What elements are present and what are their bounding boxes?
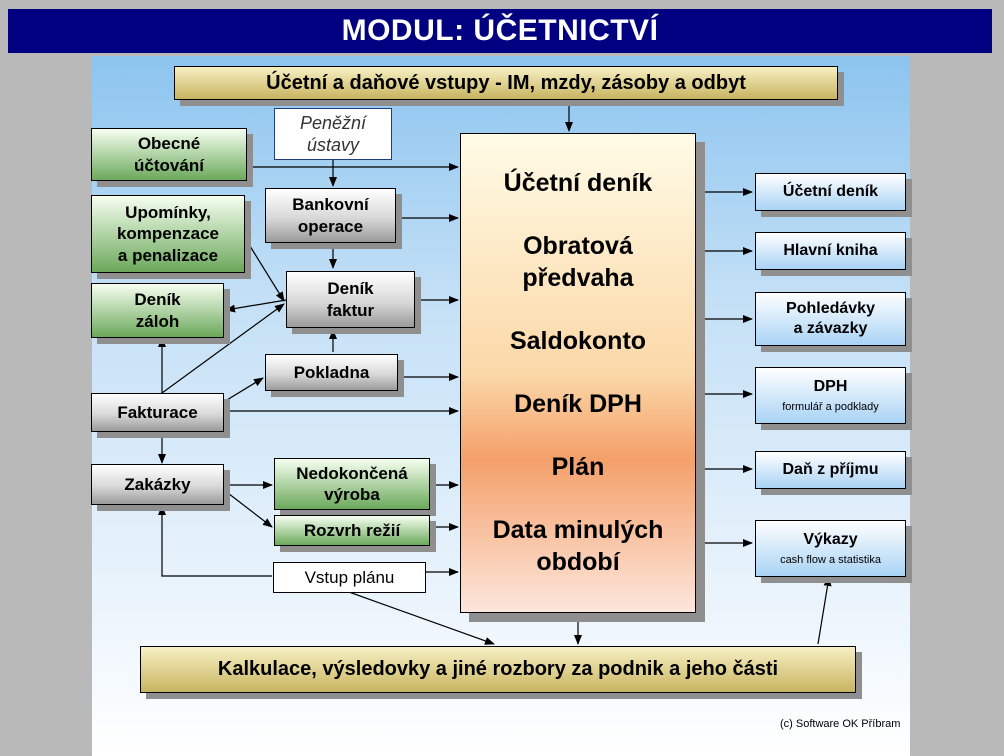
arrow-zakazky-rozvrh <box>214 481 273 528</box>
bottom-output-label: Kalkulace, výsledovky a jiné rozbory za … <box>217 658 779 680</box>
arrow-fakturace-to-denikfaktur <box>161 303 285 394</box>
bankovni-operace-box: Bankovní operace <box>265 188 396 243</box>
pohledavky-line-1: Pohledávky <box>786 300 875 317</box>
upominky-line-2: kompenzace <box>116 224 220 244</box>
output-ucetni-denik-label: Účetní deník <box>782 183 879 200</box>
penezni-line-1: Peněžní <box>299 112 367 133</box>
zaloh-line-1: Deník <box>134 290 181 310</box>
center-denik-dph: Deník DPH <box>514 390 642 419</box>
zakazky-label: Zakázky <box>124 474 191 494</box>
output-dph-label: DPH <box>813 377 848 395</box>
zaloh-line-2: záloh <box>135 311 180 331</box>
output-pohledavky: Pohledávky a závazky <box>755 292 906 346</box>
upominky-line-3: a penalizace <box>117 245 219 265</box>
zakazky-box: Zakázky <box>91 464 224 505</box>
output-hlavni-kniha: Hlavní kniha <box>755 232 906 270</box>
fakturace-label: Fakturace <box>117 402 198 422</box>
arrow-denikfaktur-to-zaloh <box>225 299 287 313</box>
rozvrh-rezii-box: Rozvrh režií <box>274 515 430 546</box>
bottom-output-box: Kalkulace, výsledovky a jiné rozbory za … <box>140 646 856 693</box>
bankovni-line-2: operace <box>297 216 364 236</box>
center-obratova-predvaha: Obratová předvaha <box>522 231 634 293</box>
copyright-note: (c) Software OK Příbram <box>780 718 901 730</box>
center-ucetni-denik: Účetní deník <box>503 169 653 198</box>
arrow-vstup-to-zakazky <box>158 505 272 577</box>
center-saldokonto: Saldokonto <box>509 327 647 356</box>
nedokoncena-line-1: Nedokončená <box>296 463 408 483</box>
top-input-label: Účetní a daňové vstupy - IM, mzdy, zásob… <box>266 71 746 94</box>
denik-zaloh-box: Deník záloh <box>91 283 224 338</box>
obecne-uctovani-box: Obecné účtování <box>91 128 247 181</box>
output-dan-label: Daň z příjmu <box>782 461 879 478</box>
obecne-line-2: účtování <box>134 155 204 175</box>
fakturace-box: Fakturace <box>91 393 224 432</box>
rozvrh-label: Rozvrh režií <box>303 520 401 540</box>
bankovni-line-1: Bankovní <box>292 195 369 215</box>
output-ucetni-denik: Účetní deník <box>755 173 906 211</box>
vstup-label: Vstup plánu <box>304 567 395 587</box>
output-vykazy-subtitle: cash flow a statistika <box>780 553 881 566</box>
pokladna-label: Pokladna <box>293 362 370 382</box>
output-dph-subtitle: formulář a podklady <box>782 400 879 413</box>
upominky-box: Upomínky, kompenzace a penalizace <box>91 195 245 273</box>
arrow-vstup-to-bottom <box>348 591 495 645</box>
pokladna-box: Pokladna <box>265 354 398 391</box>
output-dan-z-prijmu: Daň z příjmu <box>755 451 906 489</box>
output-vykazy-label: Výkazy <box>803 530 858 548</box>
arrow-bottom-to-vykazy <box>817 576 832 645</box>
top-input-box: Účetní a daňové vstupy - IM, mzdy, zásob… <box>174 66 838 100</box>
nedokoncena-vyroba-box: Nedokončená výroba <box>274 458 430 510</box>
upominky-line-1: Upomínky, <box>125 203 211 223</box>
center-plan: Plán <box>551 452 605 481</box>
pohledavky-line-2: a závazky <box>793 320 868 337</box>
obecne-line-1: Obecné <box>137 134 201 154</box>
arrow-fakturace-to-pokladna <box>221 377 264 404</box>
nedokoncena-line-2: výroba <box>324 485 380 504</box>
penezni-ustavy-box: Peněžní ústavy <box>274 108 392 160</box>
penezni-line-2: ústavy <box>306 135 360 155</box>
output-hlavni-kniha-label: Hlavní kniha <box>783 242 878 259</box>
faktur-line-2: faktur <box>326 300 375 320</box>
output-dph: DPH formulář a podklady <box>755 367 906 424</box>
vstup-planu-box: Vstup plánu <box>273 562 426 593</box>
page-title: MODUL: ÚČETNICTVÍ <box>8 9 992 53</box>
arrow-upominky-denikfaktur <box>236 228 285 302</box>
denik-faktur-box: Deník faktur <box>286 271 415 328</box>
central-ledger-box: Účetní deník Obratová předvaha Saldokont… <box>460 133 696 613</box>
output-vykazy: Výkazy cash flow a statistika <box>755 520 906 577</box>
center-data-minulych: Data minulých období <box>492 515 664 577</box>
faktur-line-1: Deník <box>327 279 374 299</box>
